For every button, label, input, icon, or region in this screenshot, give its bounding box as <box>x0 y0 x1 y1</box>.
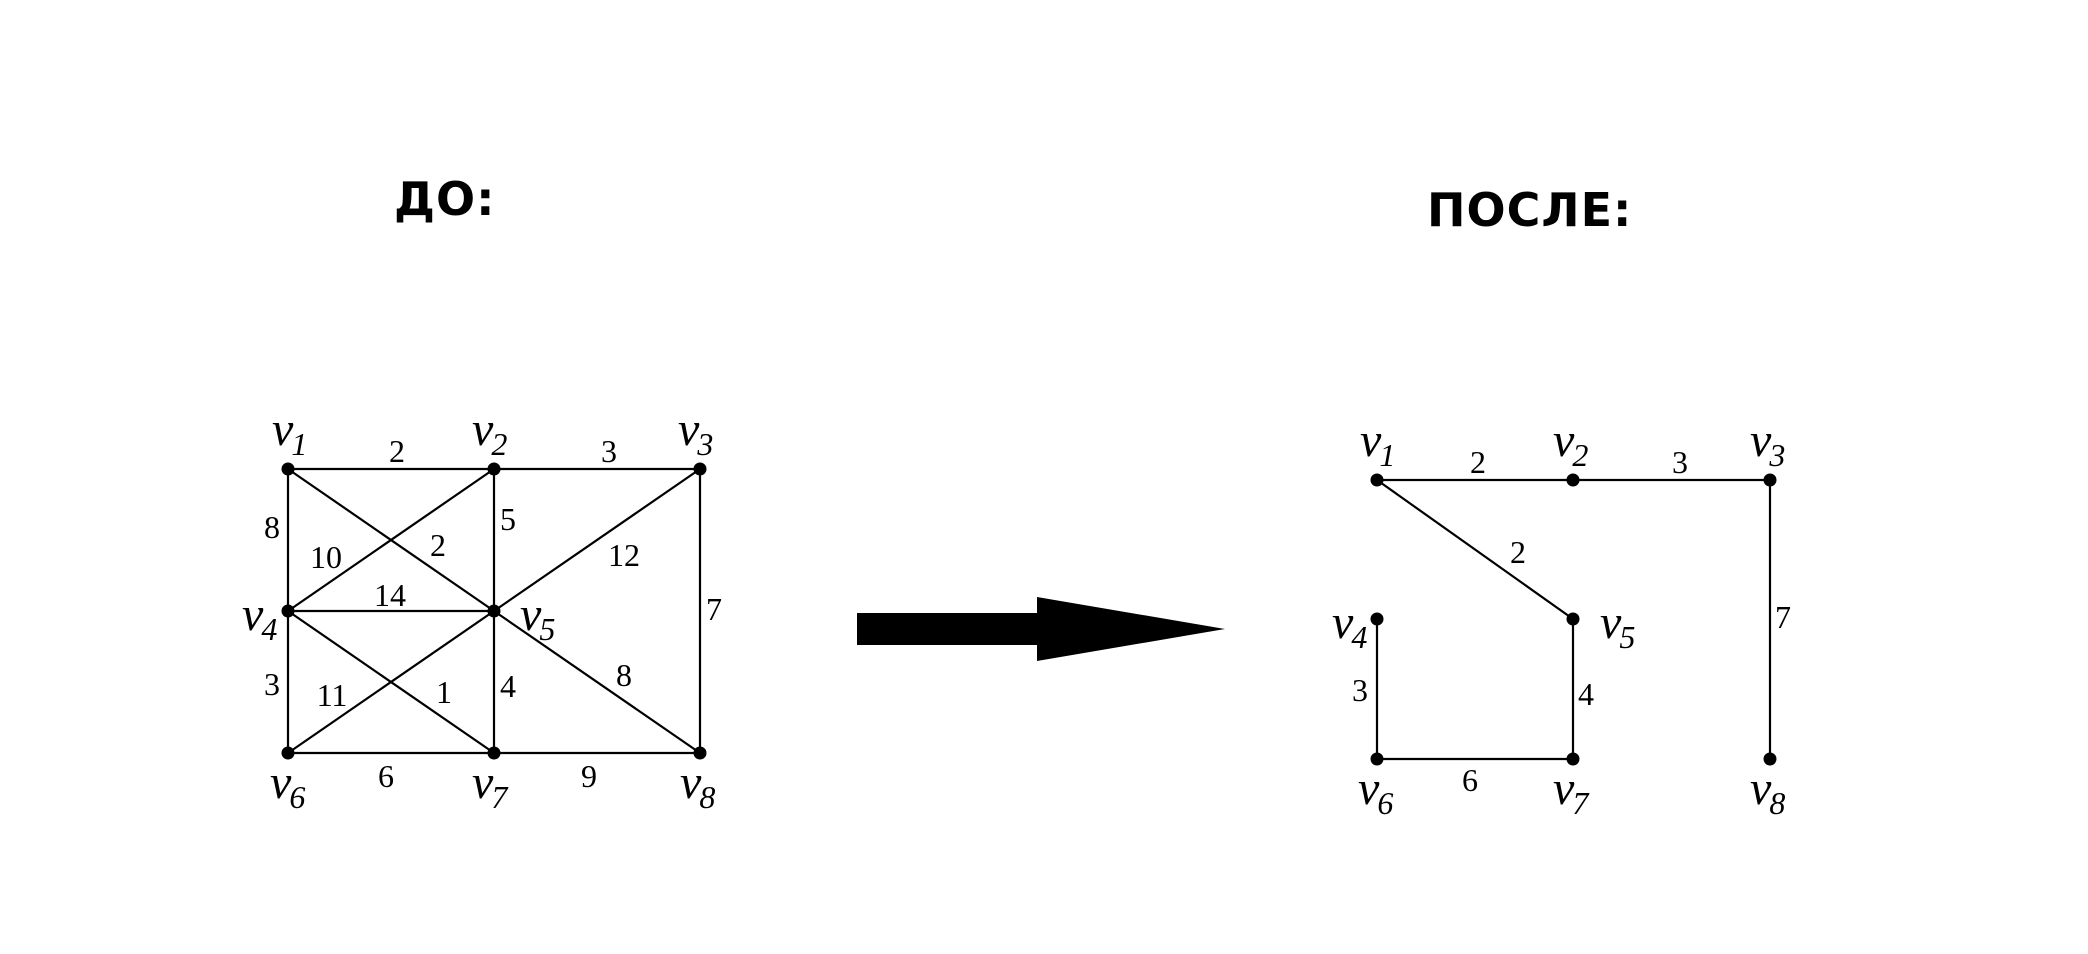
before-vertex-label-v5: v5 <box>520 588 555 647</box>
before-edge-weight-v2-v5: 5 <box>500 501 516 537</box>
arrow-head <box>1037 597 1225 661</box>
before-edge-weight-v2-v3: 3 <box>601 433 617 469</box>
after-vertex-v1 <box>1370 473 1384 487</box>
before-edge-weight-v4-v7: 1 <box>436 674 452 710</box>
after-vertex-v2 <box>1566 473 1580 487</box>
after-vertex-label-v1: v1 <box>1360 414 1395 473</box>
after-vertex-label-v4: v4 <box>1332 596 1367 655</box>
before-edge-weight-v5-v7: 4 <box>500 668 516 704</box>
before-vertex-v1 <box>281 462 295 476</box>
before-edge-weight-v5-v8: 8 <box>616 657 632 693</box>
before-edge-weight-v5-v6: 11 <box>317 677 348 713</box>
before-edge-weight-v4-v6: 3 <box>264 666 280 702</box>
after-edge-weight-v1-v2: 2 <box>1470 444 1486 480</box>
before-vertex-label-v1: v1 <box>272 403 307 462</box>
before-edge-weight-v2-v4: 10 <box>310 539 342 575</box>
after-vertex-v6 <box>1370 752 1384 766</box>
before-edge-v3-v5 <box>493 468 701 612</box>
transform-arrow <box>857 597 1225 661</box>
after-vertex-label-v3: v3 <box>1750 414 1785 473</box>
after-vertex-label-v5: v5 <box>1600 596 1635 655</box>
before-vertex-label-v7: v7 <box>472 756 509 815</box>
after-vertex-v8 <box>1763 752 1777 766</box>
before-edge-weight-v1-v2: 2 <box>389 433 405 469</box>
before-vertex-v8 <box>693 746 707 760</box>
after-vertex-v7 <box>1566 752 1580 766</box>
before-vertex-label-v6: v6 <box>270 756 305 815</box>
before-edge-v5-v8 <box>493 610 701 754</box>
before-vertex-label-v4: v4 <box>242 588 277 647</box>
title-before: ДО: <box>394 172 496 226</box>
before-vertex-label-v8: v8 <box>680 756 715 815</box>
before-edge-weight-v1-v5: 2 <box>430 527 446 563</box>
after-edge-weight-v6-v7: 6 <box>1462 762 1478 798</box>
before-vertex-v6 <box>281 746 295 760</box>
before-vertex-v3 <box>693 462 707 476</box>
before-vertex-v2 <box>487 462 501 476</box>
after-edge-weight-v5-v7: 4 <box>1578 676 1594 712</box>
after-vertex-label-v7: v7 <box>1553 762 1590 821</box>
before-edge-weight-v3-v8: 7 <box>706 591 722 627</box>
after-edge-weight-v3-v8: 7 <box>1775 599 1791 635</box>
before-edge-weight-v7-v8: 9 <box>581 758 597 794</box>
after-edge-v1-v5 <box>1376 479 1574 620</box>
after-vertex-label-v2: v2 <box>1553 414 1588 473</box>
after-edge-weight-v4-v6: 3 <box>1352 672 1368 708</box>
before-vertex-v5 <box>487 604 501 618</box>
after-vertex-label-v6: v6 <box>1358 762 1393 821</box>
after-vertex-v4 <box>1370 612 1384 626</box>
before-edge-weight-v6-v7: 6 <box>378 758 394 794</box>
before-vertex-label-v2: v2 <box>472 403 507 462</box>
arrow-shaft <box>857 613 1047 645</box>
before-edge-v1-v5 <box>287 468 495 612</box>
graph-after: 2 3 2 7 3 4 6 v1 v2 v3 v4 v5 v6 v7 v8 <box>1332 414 1791 821</box>
after-edge-weight-v2-v3: 3 <box>1672 444 1688 480</box>
after-vertex-v5 <box>1566 612 1580 626</box>
before-edge-v4-v7 <box>287 610 495 754</box>
after-vertex-label-v8: v8 <box>1750 762 1785 821</box>
before-edge-weight-v4-v5: 14 <box>374 577 406 613</box>
after-edge-weight-v1-v5: 2 <box>1510 534 1526 570</box>
before-edge-weight-v3-v5: 12 <box>608 537 640 573</box>
before-edge-weight-v1-v4: 8 <box>264 509 280 545</box>
title-after: ПОСЛЕ: <box>1427 183 1633 237</box>
after-vertex-v3 <box>1763 473 1777 487</box>
before-vertex-label-v3: v3 <box>678 403 713 462</box>
before-vertex-v7 <box>487 746 501 760</box>
before-vertex-v4 <box>281 604 295 618</box>
